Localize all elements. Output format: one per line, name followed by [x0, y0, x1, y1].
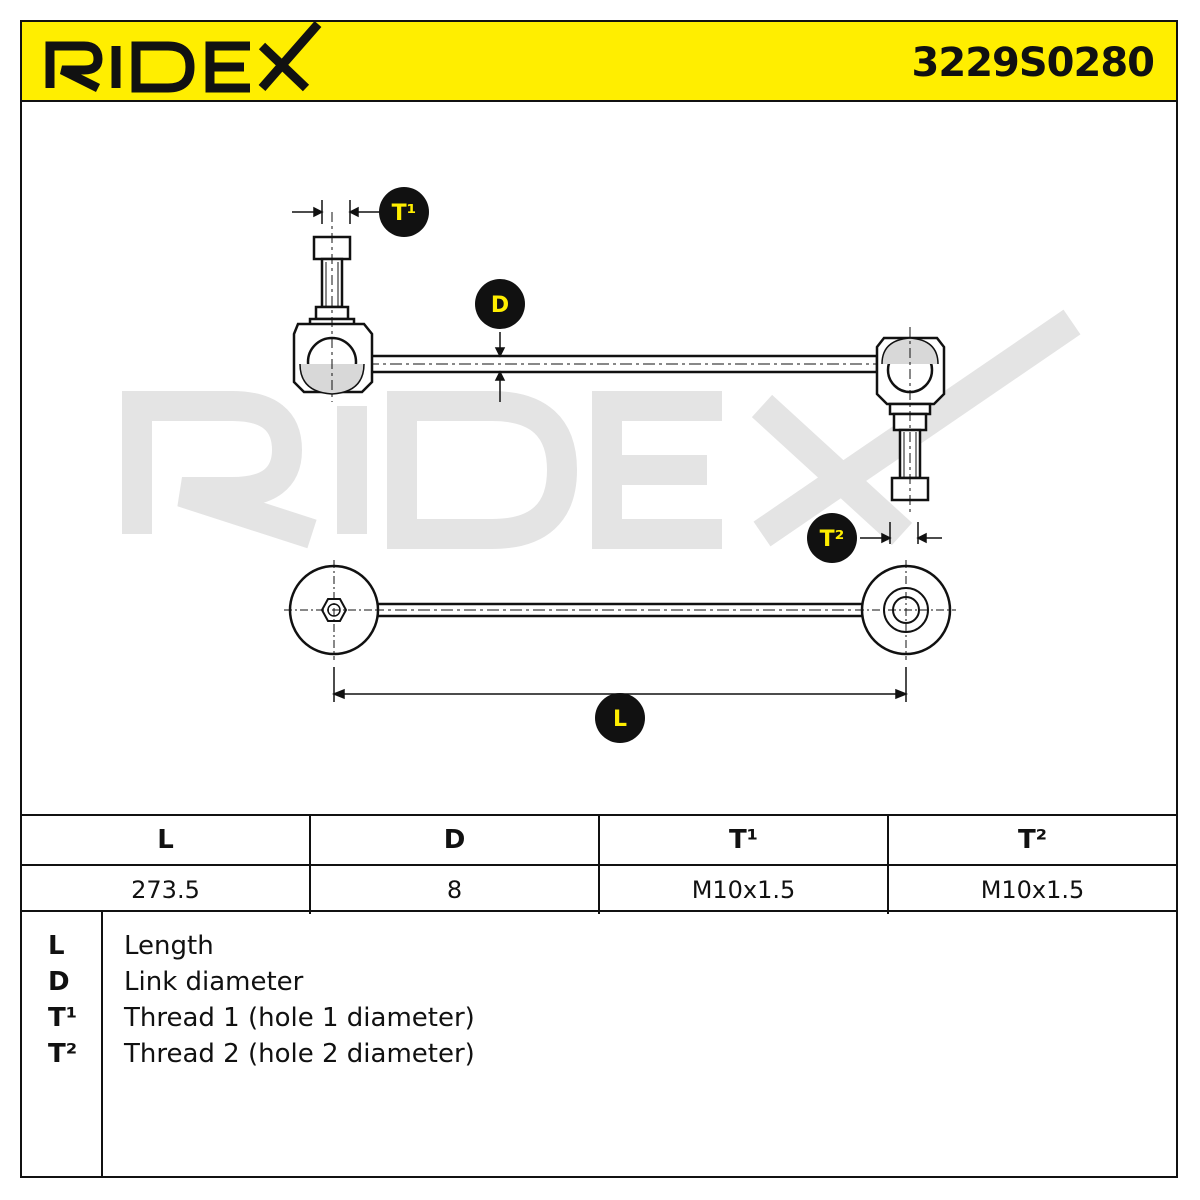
- legend-desc: Thread 1 (hole 1 diameter): [124, 1003, 475, 1033]
- top-view: [284, 560, 956, 660]
- spec-value-l: 273.5: [22, 866, 311, 914]
- header-bar: 3229S0280: [22, 22, 1176, 102]
- legend: L Length D Link diameter T¹ Thread 1 (ho…: [22, 912, 1176, 1178]
- legend-key: T²: [48, 1039, 78, 1069]
- l-badge: L: [595, 693, 645, 743]
- spec-value-t2: M10x1.5: [980, 876, 1085, 904]
- legend-divider: [101, 912, 103, 1178]
- d-badge: D: [475, 279, 525, 329]
- legend-desc: Thread 2 (hole 2 diameter): [124, 1039, 475, 1069]
- d-badge-label: D: [491, 293, 509, 318]
- legend-key: T¹: [48, 1003, 78, 1033]
- legend-key: D: [48, 967, 70, 997]
- t1-badge: T¹: [379, 187, 429, 237]
- legend-key: L: [48, 931, 65, 961]
- spec-header-t1: T¹: [600, 816, 889, 864]
- dimension-lines-side: [292, 200, 942, 544]
- specification-table: L D T¹ T² 273.5 8 M10x1.5 M10x1.5: [22, 814, 1176, 914]
- spec-value-d: 8: [311, 866, 600, 914]
- right-eye: [856, 560, 956, 660]
- spec-value-row: 273.5 8 M10x1.5 M10x1.5: [22, 866, 1176, 914]
- spec-header-row: L D T¹ T²: [22, 816, 1176, 866]
- legend-desc: Link diameter: [124, 967, 304, 997]
- technical-drawing: T¹ D T²: [22, 102, 1176, 814]
- l-badge-label: L: [613, 707, 627, 732]
- right-ball-joint: [875, 327, 946, 512]
- page-frame: 3229S0280: [20, 20, 1178, 1178]
- stabiliser-link-drawing: T¹ D T²: [122, 187, 1081, 743]
- t2-badge-label: T²: [820, 527, 845, 552]
- spec-value-t1: M10x1.5: [600, 866, 889, 914]
- spec-header-d: D: [311, 816, 600, 864]
- legend-desc: Length: [124, 931, 214, 961]
- spec-header-t2: T²: [1017, 825, 1048, 855]
- part-number: 3229S0280: [911, 40, 1155, 86]
- side-view: [292, 212, 946, 512]
- left-ball-joint: [292, 212, 374, 402]
- left-eye: [284, 560, 384, 660]
- t1-badge-label: T¹: [392, 201, 417, 226]
- t2-badge: T²: [807, 513, 857, 563]
- spec-header-l: L: [22, 816, 311, 864]
- ridex-logo: [45, 22, 322, 93]
